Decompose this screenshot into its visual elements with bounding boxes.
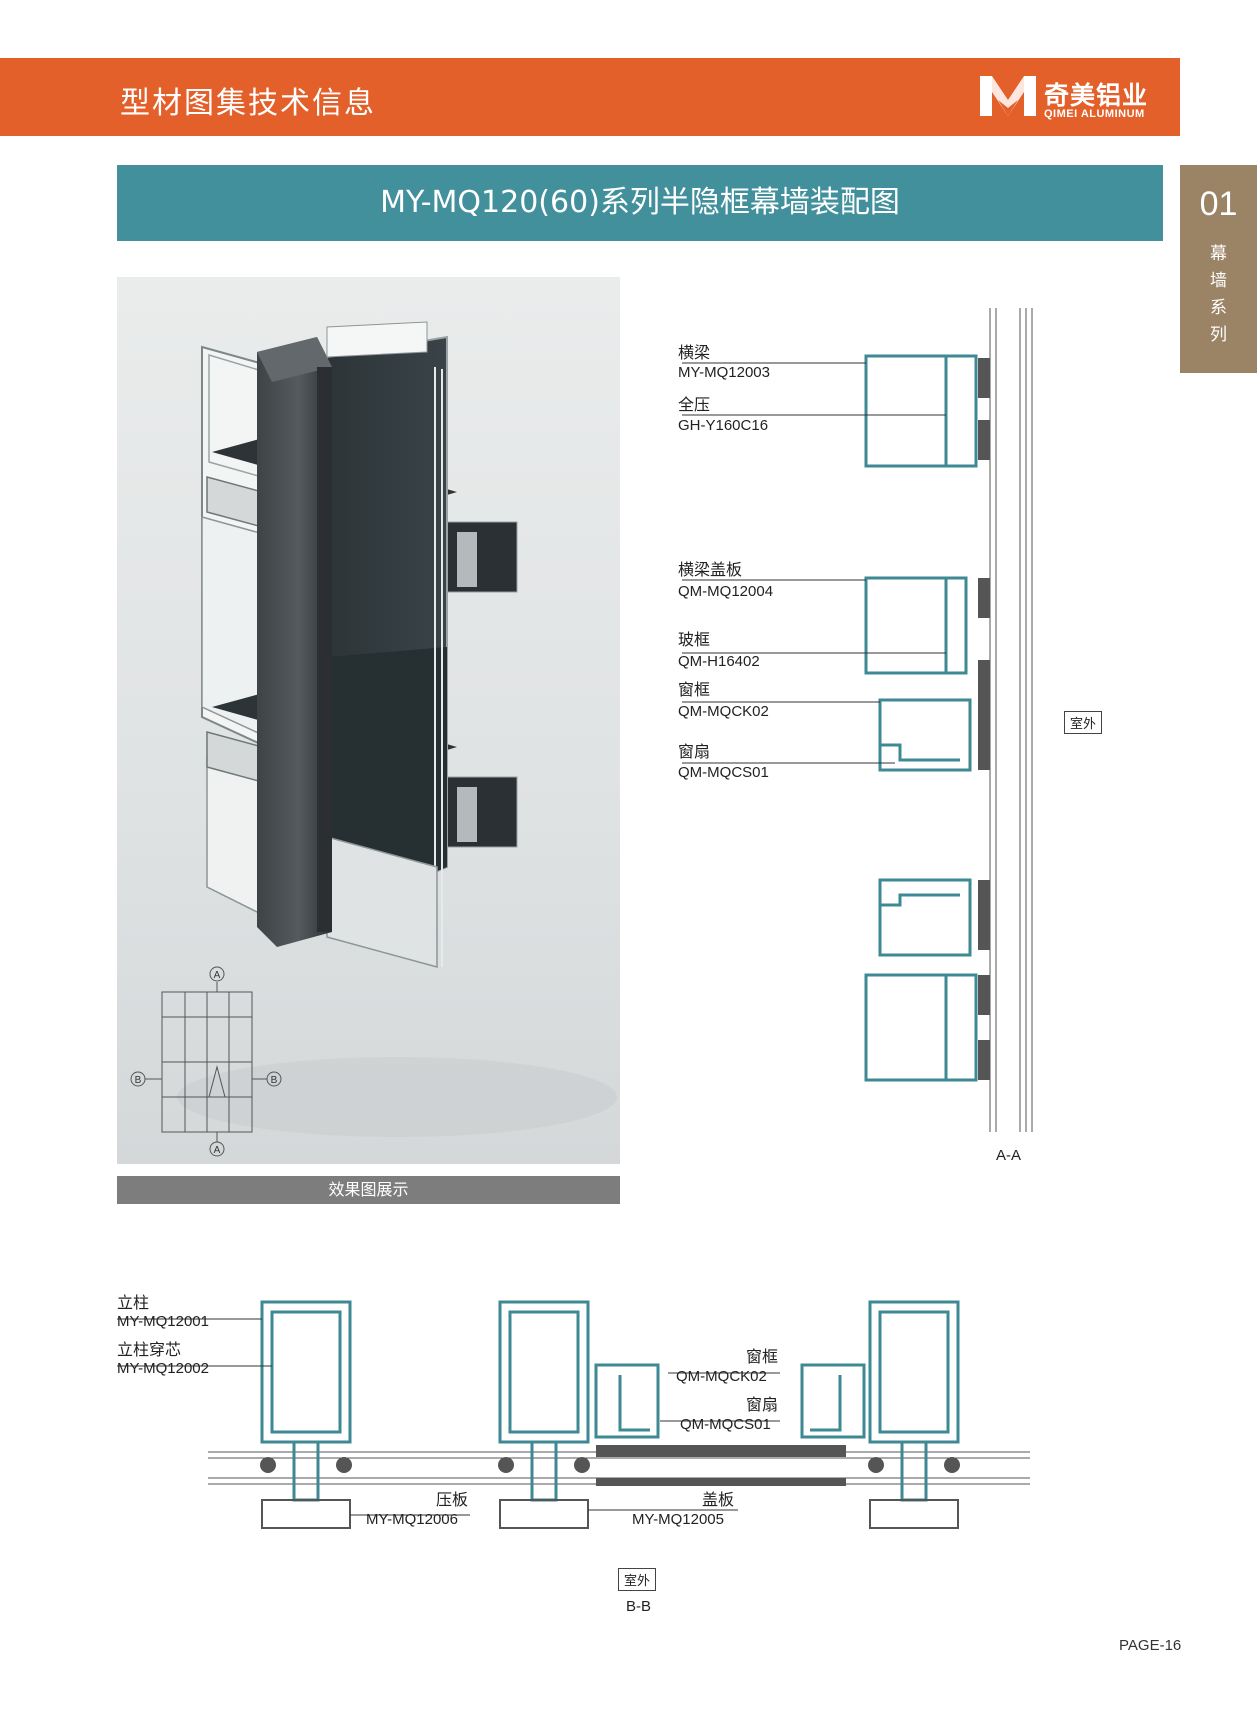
label-pressure-plate: 压板 (436, 1490, 469, 1509)
label-window-sash: 窗扇 (678, 742, 711, 761)
chapter-char: 墙 (1210, 271, 1227, 291)
section-bb-name: B-B (626, 1598, 652, 1615)
chapter-char: 系 (1210, 298, 1227, 318)
label-window-sash-code: QM-MQCS01 (678, 764, 769, 781)
key-label-a-bottom: A (214, 1145, 221, 1156)
key-label-b-right: B (271, 1075, 278, 1086)
label-cover-plate-code: MY-MQ12005 (632, 1511, 724, 1528)
label-mullion-code: MY-MQ12001 (117, 1313, 209, 1330)
label-glass-frame-code: QM-H16402 (678, 653, 760, 670)
key-plan-grid: A A B B (130, 966, 282, 1157)
label-transom-cover-code: QM-MQ12004 (678, 583, 774, 600)
label-bb-window-sash: 窗扇 (746, 1395, 779, 1414)
label-window-frame-code: QM-MQCK02 (678, 703, 769, 720)
label-pressure-code: GH-Y160C16 (678, 417, 769, 434)
chapter-name: 幕 墙 系 列 (1180, 241, 1257, 349)
render-caption: 效果图展示 (117, 1176, 620, 1204)
page-number: PAGE-16 (1119, 1637, 1182, 1654)
render-image: A A B B (117, 277, 620, 1164)
label-mullion-core-code: MY-MQ12002 (117, 1360, 209, 1377)
chapter-char: 幕 (1210, 244, 1227, 264)
header-bar: 型材图集技术信息 奇美铝业 QIMEI ALUMINUM (0, 58, 1180, 136)
label-mullion-core: 立柱穿芯 (117, 1340, 182, 1359)
qimei-logo-icon (980, 76, 1036, 116)
key-label-b-left: B (135, 1075, 142, 1086)
section-title: MY-MQ120(60)系列半隐框幕墙装配图 (117, 165, 1163, 241)
label-transom: 横梁 (678, 343, 711, 362)
label-glass-frame: 玻框 (678, 630, 711, 649)
label-mullion: 立柱 (117, 1293, 150, 1312)
brand-name-en: QIMEI ALUMINUM (1044, 108, 1145, 120)
brand-logo: 奇美铝业 QIMEI ALUMINUM (978, 70, 1178, 124)
section-aa-name: A-A (996, 1147, 1022, 1164)
label-cover-plate: 盖板 (702, 1490, 735, 1509)
outdoor-label-bb: 室外 (618, 1568, 657, 1591)
label-pressure: 全压 (678, 395, 711, 414)
curtain-wall-render (177, 321, 617, 1137)
chapter-tab: 01 幕 墙 系 列 (1180, 165, 1257, 373)
header-title: 型材图集技术信息 (120, 86, 376, 121)
brand-name-cn: 奇美铝业 (1044, 81, 1149, 110)
label-window-frame: 窗框 (678, 680, 711, 699)
label-bb-window-sash-code: QM-MQCS01 (680, 1416, 771, 1433)
label-pressure-plate-code: MY-MQ12006 (366, 1511, 458, 1528)
chapter-char: 列 (1210, 325, 1227, 345)
label-transom-code: MY-MQ12003 (678, 364, 770, 381)
outdoor-label-aa: 室外 (1064, 711, 1103, 734)
key-label-a-top: A (214, 970, 221, 981)
label-bb-window-frame-code: QM-MQCK02 (676, 1368, 767, 1385)
label-bb-window-frame: 窗框 (746, 1347, 779, 1366)
chapter-number: 01 (1199, 185, 1238, 223)
label-transom-cover: 横梁盖板 (678, 560, 743, 579)
